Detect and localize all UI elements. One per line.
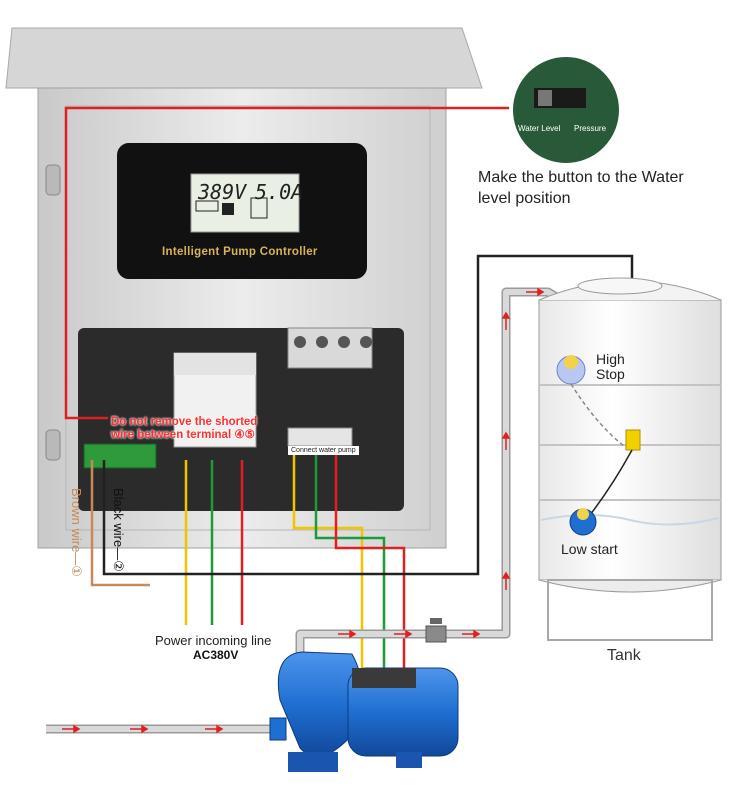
lcd-block-c xyxy=(250,197,268,219)
low-float-top xyxy=(577,508,589,520)
stop-label: Stop xyxy=(596,366,625,382)
contactor-screw-3 xyxy=(338,336,350,348)
high-label: High xyxy=(596,351,625,367)
contactor-screw-1 xyxy=(294,336,306,348)
pump-terminal-box xyxy=(352,668,416,688)
contactor-screw-4 xyxy=(360,336,372,348)
low-start-label: Low start xyxy=(561,541,618,557)
warning-note: Do not remove the shorted wire between t… xyxy=(111,416,257,442)
pump-inlet-flange xyxy=(269,717,287,741)
lcd-screen xyxy=(190,173,300,233)
warning-line-2: wire between terminal ④⑤ xyxy=(111,429,255,441)
high-float-top xyxy=(564,355,578,369)
pump-terminal xyxy=(287,427,353,447)
pump-connector-label: Connect water pump xyxy=(288,446,359,455)
high-stop-label: High Stop xyxy=(596,352,625,382)
cabinet-roof xyxy=(5,27,483,89)
switch-inset xyxy=(509,53,623,167)
hinge-top xyxy=(45,164,61,196)
black-wire-label: Black wire—② xyxy=(111,488,126,572)
contactor xyxy=(287,327,373,369)
pump-wire-red xyxy=(334,446,406,680)
pump-wire-green xyxy=(314,446,386,680)
controller-title: Intelligent Pump Controller xyxy=(162,246,318,258)
warning-line-1: Do not remove the shorted xyxy=(111,416,258,428)
mode-switch-knob xyxy=(538,90,552,106)
tank-bottom xyxy=(538,579,722,593)
power-line-label: Power incoming line xyxy=(155,633,272,648)
pump-wire-yellow xyxy=(292,446,364,680)
lcd-current: 5.0A xyxy=(255,180,304,204)
outlet-pipe-fill xyxy=(297,289,560,668)
lcd-block-a xyxy=(195,200,219,212)
float-wire-brown xyxy=(90,460,150,587)
hinge-bottom xyxy=(45,429,61,461)
lcd-block-b xyxy=(222,203,234,215)
lcd-voltage: 389V xyxy=(198,180,247,204)
power-spec-label: AC380V xyxy=(193,648,239,662)
terminal-block xyxy=(83,443,157,469)
pump-foot xyxy=(396,752,422,768)
float-weight xyxy=(625,429,641,451)
pipe-valve xyxy=(425,625,447,643)
brown-wire-label: Brown wire—① xyxy=(69,488,84,577)
pipe-valve-handle xyxy=(430,618,442,624)
tank-lid xyxy=(577,277,663,295)
instruction-caption: Make the button to the Water level posit… xyxy=(478,169,684,207)
flow-arrows xyxy=(62,287,545,734)
switch-water-level-label: Water Level xyxy=(518,124,561,133)
switch-pressure-label: Pressure xyxy=(574,124,607,133)
pump-base xyxy=(288,752,338,772)
signal-wire xyxy=(64,106,510,420)
float-cable-slack xyxy=(570,383,633,453)
tank-label: Tank xyxy=(607,647,641,664)
tank-stand xyxy=(547,579,713,641)
contactor-screw-2 xyxy=(316,336,328,348)
breaker-label xyxy=(174,353,256,375)
water-surface xyxy=(540,514,720,526)
